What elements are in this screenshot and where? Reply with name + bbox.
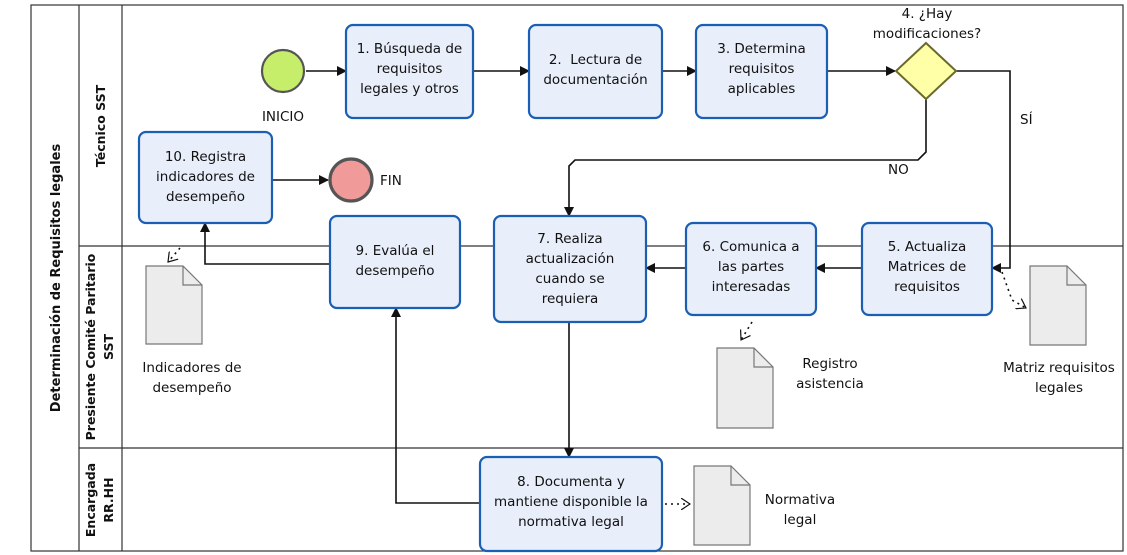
task-10-line2: indicadores de xyxy=(156,169,255,185)
task-6-line1: 6. Comunica a xyxy=(702,239,799,255)
task-3-line1: 3. Determina xyxy=(717,41,806,57)
data-associations xyxy=(168,247,1026,504)
document-registro-line1: Registro xyxy=(802,356,857,372)
document-matriz-icon xyxy=(1029,265,1087,346)
task-2-box xyxy=(527,23,664,120)
task-9-line1: 9. Evalúa el xyxy=(356,243,435,259)
document-indicadores-line2: desempeño xyxy=(152,380,231,396)
gateway-modificaciones xyxy=(894,41,958,101)
task-2: 2. Lectura de documentación xyxy=(527,23,664,120)
document-normativa: Normativa legal xyxy=(693,465,835,546)
assoc-t6-registro xyxy=(741,321,753,340)
task-1: 1. Búsqueda de requisitos legales y otro… xyxy=(344,23,475,120)
document-matriz-line1: Matriz requisitos xyxy=(1003,360,1115,376)
task-6-line2: las partes xyxy=(718,259,784,275)
assoc-t9-indicadores xyxy=(168,247,181,262)
task-10: 10. Registra indicadores de desempeño xyxy=(137,130,274,225)
lane-label-presidente-line1: Presiente Comité Paritario xyxy=(83,253,98,440)
start-event-label: INICIO xyxy=(262,109,304,125)
task-2-line2: documentación xyxy=(543,72,647,88)
gateway-label-line1: 4. ¿Hay xyxy=(902,6,953,22)
document-indicadores-icon xyxy=(145,265,203,345)
document-normativa-fold xyxy=(730,466,750,486)
start-event xyxy=(260,48,306,94)
document-matriz-line2: legales xyxy=(1035,380,1083,396)
task-10-line3: desempeño xyxy=(166,189,245,205)
document-registro-fold xyxy=(753,348,773,368)
task-7-line4: requiera xyxy=(542,291,599,307)
lane-label-encargada-line2: RR.HH xyxy=(101,477,116,522)
task-7-line2: actualización xyxy=(526,251,615,267)
assoc-t5-matriz xyxy=(1001,271,1026,308)
gateway-label-line2: modificaciones? xyxy=(873,26,981,42)
task-8-line3: normativa legal xyxy=(518,514,624,530)
task-10-line1: 10. Registra xyxy=(165,149,246,165)
document-matriz-fold xyxy=(1066,266,1086,286)
end-event xyxy=(328,157,374,203)
task-10-box xyxy=(137,130,274,225)
task-6-box xyxy=(684,221,818,317)
task-1-line1: 1. Búsqueda de xyxy=(357,41,462,57)
document-normativa-icon xyxy=(693,465,751,546)
lane-label-encargada-line1: Encargada xyxy=(83,463,98,537)
task-9: 9. Evalúa el desempeño xyxy=(328,214,462,310)
task-5-box xyxy=(860,221,994,317)
task-9-box xyxy=(328,214,462,310)
flow-gateway-yes xyxy=(956,70,1011,273)
task-3: 3. Determina requisitos aplicables xyxy=(694,23,829,120)
task-5: 5. Actualiza Matrices de requisitos xyxy=(860,221,994,317)
task-7-line1: 7. Realiza xyxy=(537,231,602,247)
task-8: 8. Documenta y mantiene disponible la no… xyxy=(478,455,664,553)
document-registro-line2: asistencia xyxy=(796,376,864,392)
end-event-label: FIN xyxy=(380,173,402,189)
task-3-line2: requisitos xyxy=(729,61,795,77)
task-7-line3: cuando se xyxy=(535,271,604,287)
task-3-line3: aplicables xyxy=(728,81,796,97)
task-3-box xyxy=(694,23,829,120)
lane-label-presidente-line2: SST xyxy=(101,334,116,360)
document-indicadores-fold xyxy=(182,266,202,286)
task-7: 7. Realiza actualización cuando se requi… xyxy=(492,214,648,324)
document-normativa-line2: legal xyxy=(784,512,817,528)
task-8-box xyxy=(478,455,664,553)
task-9-line2: desempeño xyxy=(355,263,434,279)
task-8-line2: mantiene disponible la xyxy=(494,494,648,510)
document-indicadores-line1: Indicadores de xyxy=(142,360,241,376)
document-matriz: Matriz requisitos legales xyxy=(1003,265,1115,396)
flow-t9-to-t10 xyxy=(200,222,330,265)
task-5-line1: 5. Actualiza xyxy=(888,239,967,255)
flow-gateway-no xyxy=(564,99,927,217)
task-7-box xyxy=(492,214,648,324)
pool-title: Determinación de Requisitos legales xyxy=(49,144,64,413)
task-1-line3: legales y otros xyxy=(360,81,459,97)
task-5-line3: requisitos xyxy=(894,279,960,295)
document-normativa-line1: Normativa xyxy=(765,492,835,508)
gateway-yes-label: SÍ xyxy=(1020,111,1033,128)
task-5-line2: Matrices de xyxy=(888,259,966,275)
gateway-no-label: NO xyxy=(888,162,909,178)
task-2-line1: 2. Lectura de xyxy=(549,52,642,68)
document-indicadores: Indicadores de desempeño xyxy=(142,265,242,396)
task-1-box xyxy=(344,23,475,120)
flow-t8-to-t9 xyxy=(391,307,480,504)
task-6-line3: interesadas xyxy=(712,279,791,295)
task-8-line1: 8. Documenta y xyxy=(517,474,625,490)
document-registro-icon xyxy=(716,347,774,429)
task-1-line2: requisitos xyxy=(377,61,443,77)
task-6: 6. Comunica a las partes interesadas xyxy=(684,221,818,317)
document-registro: Registro asistencia xyxy=(716,347,864,429)
lane-label-tecnico: Técnico SST xyxy=(93,84,108,167)
sequence-flows xyxy=(200,66,1011,504)
